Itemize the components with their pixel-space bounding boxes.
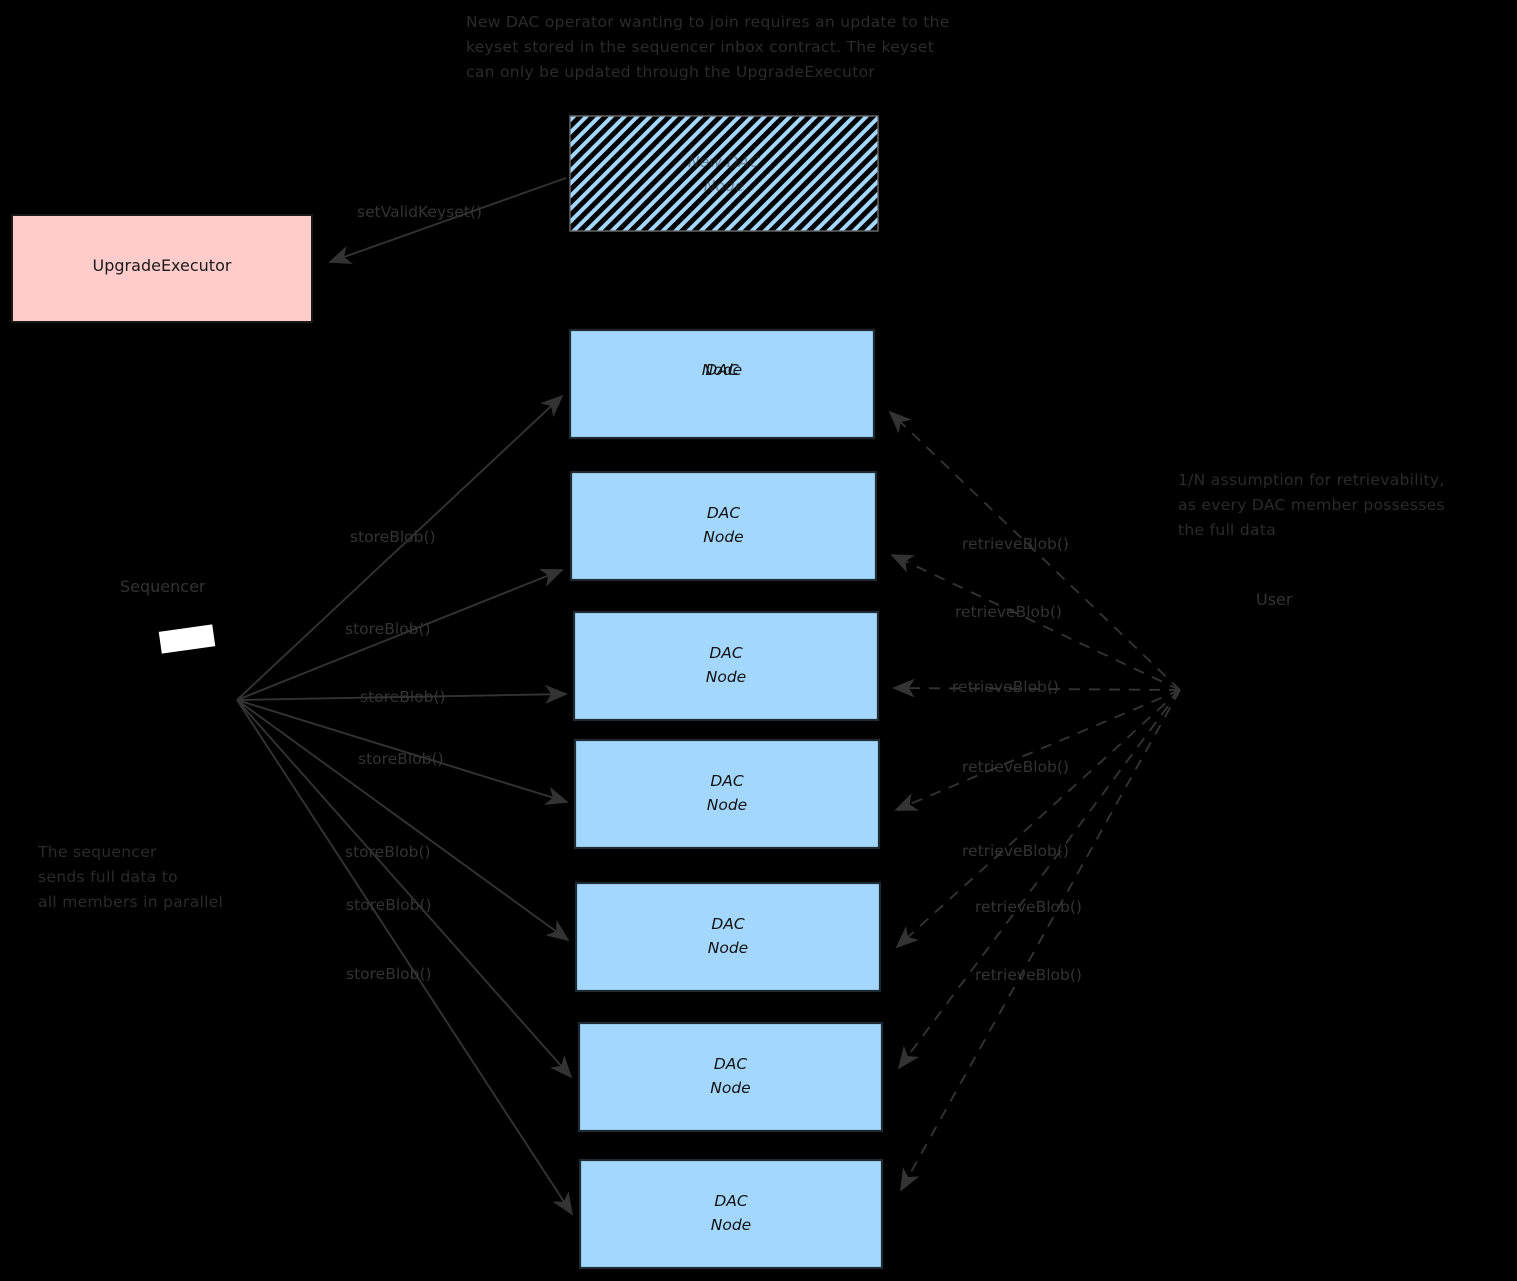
sequencer-icon	[158, 624, 216, 654]
dac-node-label-5: DAC Node	[576, 912, 880, 960]
dac-node-label-1-line2: Node	[701, 361, 743, 379]
edge-label-store-blob-3: storeBlob()	[360, 688, 446, 706]
new-dac-node-label-line1: New DAC	[687, 153, 761, 171]
dac-node-label-4-line1: DAC	[710, 772, 744, 790]
dac-node-label-6: DAC Node	[579, 1052, 882, 1100]
edge-set-valid-keyset	[328, 177, 567, 264]
dac-node-label-7: DAC Node	[580, 1189, 882, 1237]
dac-node-label-2-line1: DAC	[706, 504, 741, 522]
edge-label-store-blob-4: storeBlob()	[358, 750, 444, 768]
dac-node-label-6-line1: DAC	[713, 1055, 748, 1073]
store-blob-arrows	[236, 394, 574, 1216]
edge-label-retrieve-blob-5: retrieveBlob()	[962, 842, 1069, 860]
edge-label-retrieve-blob-6: retrieveBlob()	[975, 898, 1082, 916]
edge-label-retrieve-blob-2: retrieveBlob()	[955, 603, 1062, 621]
dac-node-rects	[568, 328, 884, 1270]
edge-label-store-blob-1: storeBlob()	[350, 528, 436, 546]
dac-node-label-4: DAC Node	[575, 769, 879, 817]
dac-node-label-7-line2: Node	[710, 1216, 752, 1234]
edge-label-store-blob-2: storeBlob()	[345, 620, 431, 638]
edge-label-set-valid-keyset: setValidKeyset()	[357, 203, 482, 221]
retrieve-blob-arrows	[888, 410, 1181, 1192]
dac-node-label-2: DAC Node	[571, 501, 876, 549]
edge-label-store-blob-7: storeBlob()	[346, 965, 432, 983]
annotation-top-note: New DAC operator wanting to join require…	[466, 13, 950, 81]
edge-label-retrieve-blob-1: retrieveBlob()	[962, 535, 1069, 553]
dac-node-label-3-line2: Node	[705, 668, 747, 686]
dac-node-label-1: DAC Node	[570, 358, 874, 382]
upgrade-executor-label: UpgradeExecutor	[92, 256, 232, 275]
upgrade-executor-box[interactable]	[11, 214, 313, 323]
dac-node-label-2-line2: Node	[703, 528, 744, 546]
sequencer-label: Sequencer	[120, 577, 206, 596]
edge-label-retrieve-blob-4: retrieveBlob()	[962, 758, 1069, 776]
dac-node-label-1-line1: DAC	[705, 361, 739, 379]
edge-label-store-blob-6: storeBlob()	[346, 896, 432, 914]
annotation-right-note: 1/N assumption for retrievability, as ev…	[1178, 471, 1445, 539]
dac-node-label-7-line1: DAC	[714, 1192, 748, 1210]
dac-node-label-6-line2: Node	[710, 1079, 751, 1097]
user-label: User	[1256, 590, 1293, 609]
dac-node-label-5-line1: DAC	[711, 915, 745, 933]
edge-label-retrieve-blob-3: retrieveBlob()	[952, 678, 1059, 696]
dac-node-label-5-line2: Node	[707, 939, 749, 957]
annotation-left-note: The sequencer sends full data to all mem…	[38, 843, 224, 911]
new-dac-node-label-line2: Node	[703, 177, 745, 195]
dac-node-label-3: DAC Node	[574, 641, 878, 689]
edge-label-store-blob-5: storeBlob()	[345, 843, 431, 861]
dac-node-label-3-line1: DAC	[709, 644, 743, 662]
edge-label-retrieve-blob-7: retrieveBlob()	[975, 966, 1082, 984]
new-dac-node-box	[569, 115, 879, 232]
dac-node-label-4-line2: Node	[706, 796, 748, 814]
